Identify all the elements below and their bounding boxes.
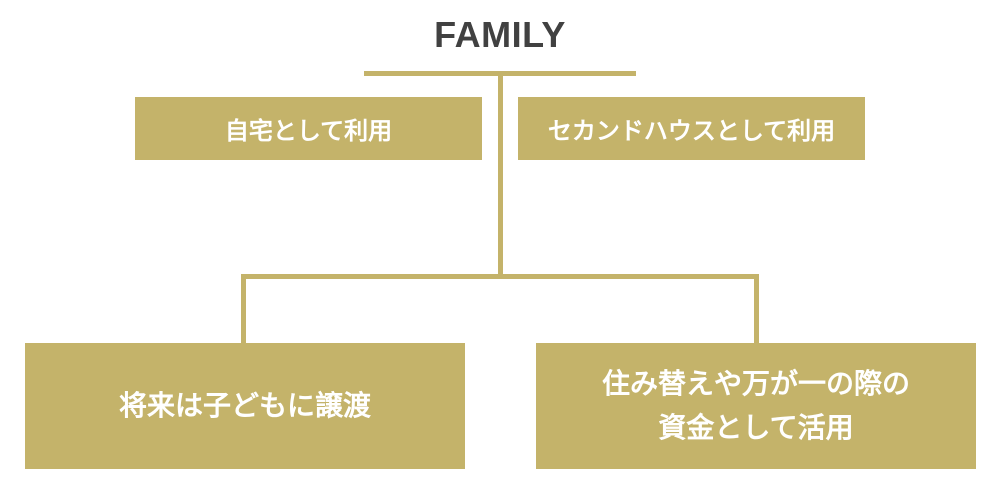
option-second-house: セカンドハウスとして利用 [518,97,865,160]
diagram-title: FAMILY [434,14,566,55]
option-funds-use: 住み替えや万が一の際の 資金として活用 [536,343,976,469]
option-funds-line-1: 住み替えや万が一の際の [601,367,910,400]
option-transfer-line-1: 将来は子どもに譲渡 [118,389,371,422]
option-second-house-label: セカンドハウスとして利用 [547,117,836,145]
option-transfer-to-children: 将来は子どもに譲渡 [25,343,465,469]
center-vertical-line [498,71,503,279]
option-home-use-label: 自宅として利用 [224,117,393,145]
bottom-horizontal-line [241,274,759,279]
option-funds-line-2: 資金として活用 [658,411,854,444]
left-drop-line [241,274,246,344]
option-home-use: 自宅として利用 [135,97,482,160]
right-drop-line [754,274,759,344]
